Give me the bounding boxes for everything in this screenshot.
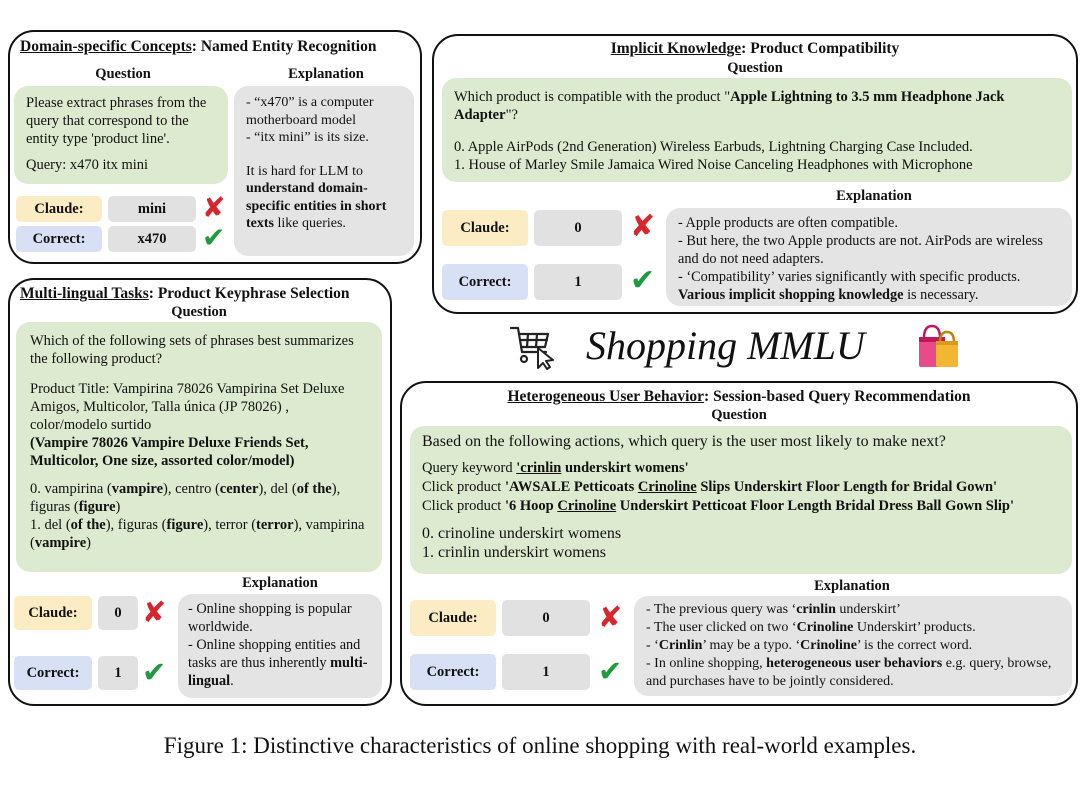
- panel3-explanation-label: Explanation: [242, 575, 318, 591]
- panel4-question-text: Based on the following actions, which qu…: [422, 433, 946, 450]
- panel4-correct-tag: Correct:: [410, 654, 496, 690]
- panel4-expl-line3: - ‘Crinlin’ may be a typo. ‘Crinoline’ i…: [646, 638, 973, 653]
- panel4-action-2: Click product 'AWSALE Petticoats Crinoli…: [422, 479, 998, 495]
- panel1-expl-line2: - “itx mini” is its size.: [246, 130, 369, 145]
- panel4-action-1: Query keyword 'crinlin underskirt womens…: [422, 460, 689, 476]
- wrong-cross-icon: ✘: [142, 595, 167, 629]
- panel1-explanation-label: Explanation: [288, 66, 364, 82]
- panel3-translation: (Vampire 78026 Vampire Deluxe Friends Se…: [30, 435, 309, 469]
- shopping-cart-cursor-icon: [508, 322, 556, 370]
- panel3-expl-line2: - Online shopping entities and tasks are…: [188, 637, 368, 689]
- panel2-claude-answer: 0: [534, 210, 622, 246]
- panel3-correct-tag: Correct:: [14, 656, 92, 690]
- panel3-question-box: Which of the following sets of phrases b…: [16, 322, 382, 572]
- panel4-explanation-box: - The previous query was ‘crinlin unders…: [634, 596, 1072, 696]
- panel4-explanation-label: Explanation: [814, 578, 890, 594]
- panel1-expl-line3: It is hard for LLM to understand domain-…: [246, 163, 387, 232]
- figure-caption: Figure 1: Distinctive characteristics of…: [163, 733, 917, 758]
- panel1-expl-line1: - “x470” is a computer motherboard model: [246, 95, 374, 128]
- panel1-question-text: Please extract phrases from the query th…: [26, 95, 207, 147]
- correct-check-icon: ✔: [202, 221, 226, 254]
- panel2-question-text: Which product is compatible with the pro…: [454, 89, 1005, 123]
- panel3-claude-answer: 0: [98, 596, 138, 630]
- panel2-expl-line4: Various implicit shopping knowledge is n…: [678, 287, 979, 303]
- panel3-option-0: 0. vampirina (vampire), centro (center),…: [30, 481, 341, 515]
- panel1-title: Domain-specific Concepts: Named Entity R…: [20, 38, 377, 55]
- panel3-explanation-box: - Online shopping is popular worldwide. …: [178, 594, 382, 698]
- panel4-expl-line1: - The previous query was ‘crinlin unders…: [646, 602, 901, 617]
- correct-check-icon: ✔: [630, 263, 656, 298]
- panel2-option-0: 0. Apple AirPods (2nd Generation) Wirele…: [454, 139, 973, 155]
- panel2-correct-tag: Correct:: [442, 264, 528, 300]
- panel4-expl-line2: - The user clicked on two ‘Crinoline Und…: [646, 620, 976, 635]
- panel3-question-text: Which of the following sets of phrases b…: [30, 333, 354, 367]
- wrong-cross-icon: ✘: [202, 191, 226, 224]
- panel4-correct-answer: 1: [502, 654, 590, 690]
- panel1-explanation-box: - “x470” is a computer motherboard model…: [234, 86, 414, 256]
- panel1-correct-tag: Correct:: [16, 226, 102, 252]
- correct-check-icon: ✔: [598, 654, 623, 688]
- panel3-option-1: 1. del (of the), figuras (figure), terro…: [30, 517, 365, 551]
- panel1-query-text: Query: x470 itx mini: [26, 157, 149, 173]
- panel4-option-0: 0. crinoline underskirt womens: [422, 525, 622, 542]
- panel4-option-1: 1. crinlin underskirt womens: [422, 544, 606, 561]
- panel2-correct-answer: 1: [534, 264, 622, 300]
- panel4-question-box: Based on the following actions, which qu…: [410, 426, 1072, 574]
- panel2-expl-line3: - ‘Compatibility’ varies significantly w…: [678, 269, 1021, 285]
- panel2-expl-line2: - But here, the two Apple products are n…: [678, 233, 1043, 267]
- panel4-action-3: Click product '6 Hoop Crinoline Underski…: [422, 498, 1014, 514]
- panel4-expl-line4: - In online shopping, heterogeneous user…: [646, 656, 1052, 689]
- panel2-question-box: Which product is compatible with the pro…: [442, 78, 1072, 182]
- panel1-claude-answer: mini: [108, 196, 196, 222]
- panel2-expl-line1: - Apple products are often compatible.: [678, 215, 898, 231]
- correct-check-icon: ✔: [142, 655, 167, 689]
- panel2-question-label: Question: [727, 60, 783, 76]
- panel4-question-label: Question: [711, 407, 767, 423]
- panel3-title: Multi-lingual Tasks: Product Keyphrase S…: [20, 285, 350, 302]
- center-title: Shopping MMLU: [586, 323, 865, 368]
- panel3-claude-tag: Claude:: [14, 596, 92, 630]
- wrong-cross-icon: ✘: [598, 600, 623, 634]
- panel4-title: Heterogeneous User Behavior: Session-bas…: [507, 388, 971, 405]
- panel4-claude-answer: 0: [502, 600, 590, 636]
- panel2-option-1: 1. House of Marley Smile Jamaica Wired N…: [454, 157, 973, 173]
- shopping-bags-icon: [916, 322, 960, 368]
- wrong-cross-icon: ✘: [630, 209, 656, 244]
- panel2-title: Implicit Knowledge: Product Compatibilit…: [610, 40, 900, 57]
- panel1-question-label: Question: [95, 66, 151, 82]
- panel1-claude-tag: Claude:: [16, 196, 102, 222]
- panel3-correct-answer: 1: [98, 656, 138, 690]
- panel2-explanation-box: - Apple products are often compatible. -…: [666, 208, 1072, 306]
- panel4-claude-tag: Claude:: [410, 600, 496, 636]
- panel2-explanation-label: Explanation: [836, 188, 912, 204]
- panel1-question-box: Please extract phrases from the query th…: [14, 86, 228, 184]
- panel3-product-title: Product Title: Vampirina 78026 Vampirina…: [30, 381, 345, 433]
- panel1-correct-answer: x470: [108, 226, 196, 252]
- panel3-expl-line1: - Online shopping is popular worldwide.: [188, 601, 352, 635]
- panel3-question-label: Question: [171, 304, 227, 320]
- panel2-claude-tag: Claude:: [442, 210, 528, 246]
